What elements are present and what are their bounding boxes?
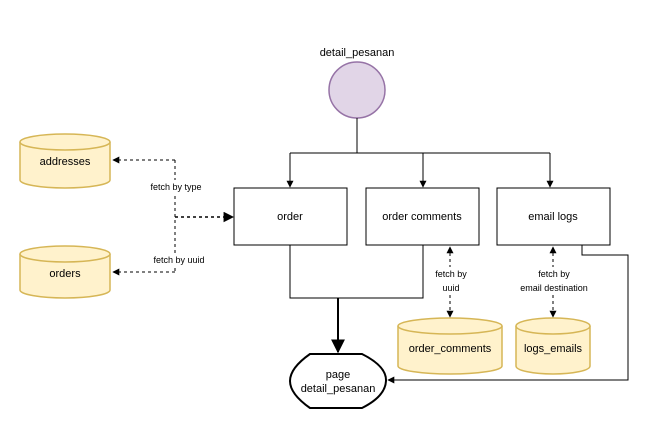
order-comments-db: order_comments [397,317,503,375]
comments-fetch-label-bg [428,267,474,293]
fetch-by-type-bg [143,180,211,193]
logs-emails-db: logs_emails [515,317,591,375]
merge-connectors [289,245,629,384]
email-logs-box-label: email logs [528,211,578,223]
order-comments-db-label: order_comments [409,343,492,355]
email-fetch-label-line2: email destination [520,283,588,293]
page-node-label-line1: page [326,369,350,381]
fetch-by-uuid-label: fetch by uuid [153,255,204,265]
order-fetch-connectors [112,156,235,276]
order-box [233,187,348,246]
email-fetch-label-bg [512,267,596,293]
fetch-by-uuid-bg [145,253,213,266]
logs-emails-db-label: logs_emails [524,343,583,355]
order-comments-box-label: order comments [382,211,462,223]
addresses-db-label: addresses [40,156,91,168]
page-display-node [288,353,388,409]
orders-db: orders [19,245,111,299]
start-node-circle [328,61,386,119]
comments-fetch-label-line1: fetch by [435,269,467,279]
fanout-connectors [286,118,554,188]
orders-db-label: orders [49,268,81,280]
comments-fetch-label-line2: uuid [442,283,459,293]
email-logs-box [496,187,611,246]
page-node-label-line2: detail_pesanan [301,383,376,395]
fetch-by-type-label: fetch by type [150,182,201,192]
email-fetch-label-line1: fetch by [538,269,570,279]
addresses-db: addresses [19,133,111,189]
order-box-label: order [277,211,303,223]
start-node-label: detail_pesanan [320,47,395,59]
